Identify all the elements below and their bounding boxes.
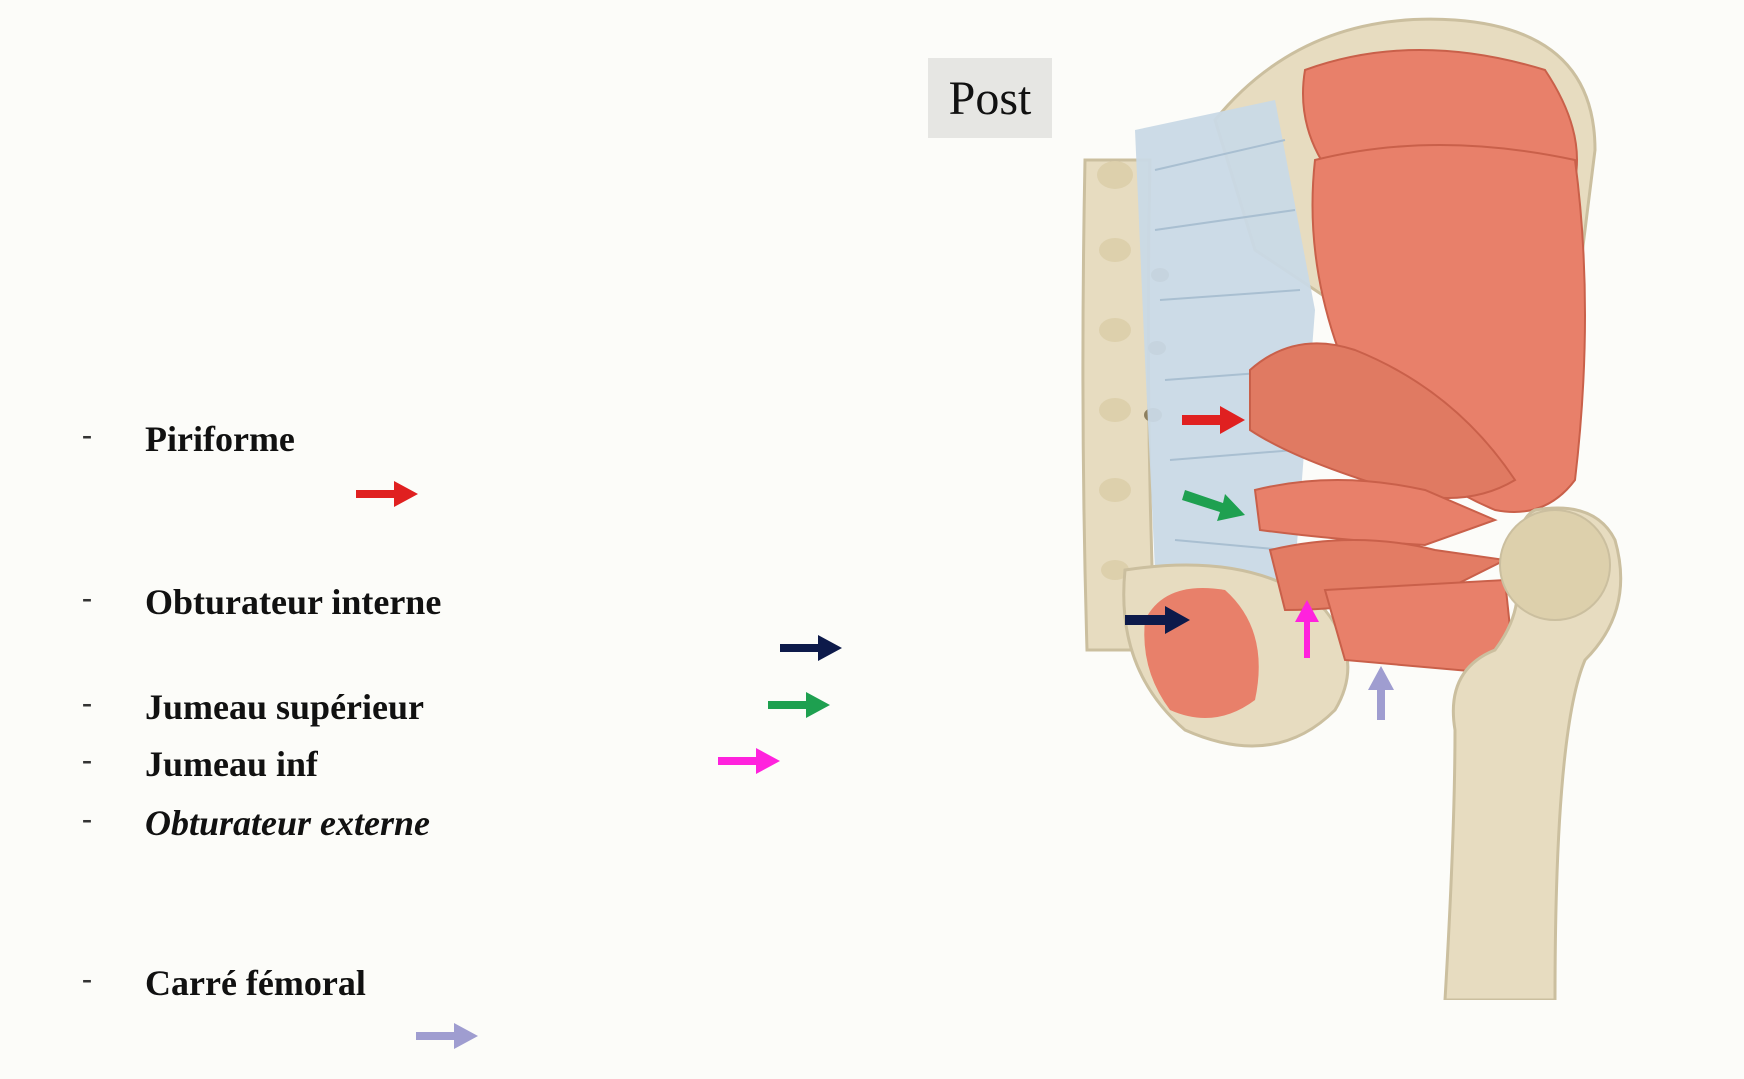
list-bullet: - (82, 581, 92, 614)
gemellus-superior (1253, 479, 1498, 547)
muscle-label-obturateur-interne: Obturateur interne (145, 582, 442, 622)
arrow-jumeau-superieur-green-illustration (1182, 490, 1245, 521)
muscle-label-carre-femoral: Carré fémoral (145, 963, 366, 1003)
arrow-obturateur-interne-navy (780, 635, 842, 661)
arrow-jumeau-superieur-green (768, 692, 830, 718)
muscle-label-piriforme: Piriforme (145, 419, 295, 459)
femur (1443, 506, 1623, 1000)
hip-anatomy-illustration (1081, 17, 1623, 1000)
view-label: Post (928, 58, 1052, 138)
arrow-jumeau-inf-magenta-illustration (1295, 600, 1319, 658)
arrow-piriforme-red-illustration (1182, 406, 1245, 434)
muscle-label-obturateur-externe: Obturateur externe (145, 803, 431, 843)
muscle-label-jumeau-superieur: Jumeau supérieur (145, 687, 424, 727)
list-bullet: - (82, 418, 92, 451)
greater-trochanter (1499, 509, 1611, 621)
list-bullet: - (82, 962, 92, 995)
piriformis-muscle (1249, 342, 1517, 499)
gluteus-medius (1302, 49, 1578, 181)
arrow-carre-femoral-lavender (416, 1023, 478, 1049)
arrow-carre-femoral-lavender-illustration (1368, 666, 1394, 720)
illustration-arrows (1125, 406, 1394, 720)
list-bullet: - (82, 743, 92, 776)
list-bullet: - (82, 686, 92, 719)
arrow-piriforme-red (356, 481, 418, 507)
arrow-obturateur-interne-navy-illustration (1125, 606, 1190, 634)
list-bullet: - (82, 802, 92, 835)
arrow-jumeau-inf-magenta (718, 748, 780, 774)
muscle-label-jumeau-inf: Jumeau inf (145, 744, 319, 784)
